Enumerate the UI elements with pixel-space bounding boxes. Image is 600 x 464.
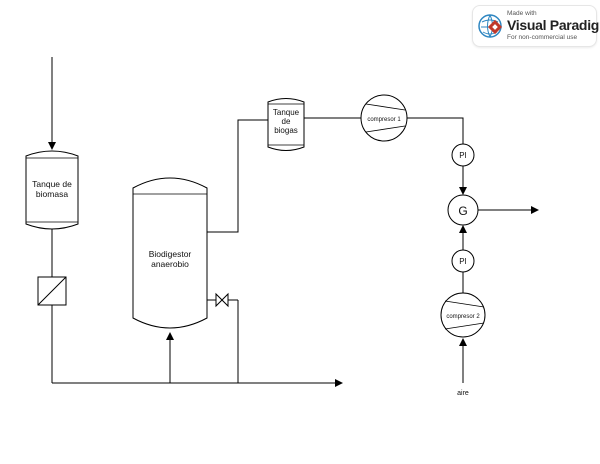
biogas-tank[interactable]: Tanque de biogas	[267, 98, 305, 151]
biomass-tank-label-1: Tanque de	[32, 179, 72, 189]
biodigester-label-1: Biodigestor	[149, 249, 192, 259]
pi-bottom-indicator[interactable]: PI	[451, 249, 475, 273]
pi-top-indicator[interactable]: PI	[451, 143, 475, 167]
pi-top-label: PI	[459, 151, 467, 160]
generator[interactable]: G	[447, 194, 479, 226]
compressor-2-label: compresor 2	[446, 314, 480, 320]
visual-paradigm-logo-icon	[478, 14, 503, 38]
biomass-tank[interactable]: Tanque de biomasa	[25, 150, 79, 230]
drain-valve[interactable]	[215, 292, 229, 308]
compressor-2[interactable]: compresor 2	[440, 292, 486, 338]
biogas-tank-label-3: biogas	[274, 126, 298, 135]
pi-bottom-label: PI	[459, 257, 467, 266]
compressor1-to-pi-line	[407, 117, 464, 144]
watermark-brand: Visual Paradigm	[507, 17, 600, 33]
biogas-tank-label-2: de	[282, 117, 291, 126]
air-label: aire	[457, 390, 469, 397]
generator-label: G	[458, 204, 467, 218]
biomass-tank-label-2: biomasa	[36, 189, 68, 199]
biogas-tank-label-1: Tanque	[273, 108, 300, 117]
biodigester-label-2: anaerobio	[151, 259, 189, 269]
visual-paradigm-watermark: Made with Visual Paradigm For non-commer…	[472, 5, 600, 47]
watermark-note: For non-commercial use	[507, 34, 578, 41]
compressor-1[interactable]: compresor 1	[360, 94, 408, 142]
feeder-box[interactable]	[37, 276, 67, 306]
compressor-1-label: compresor 1	[367, 117, 401, 123]
biogas-line	[207, 119, 268, 233]
watermark-made-with: Made with	[507, 10, 537, 17]
biodigester[interactable]: Biodigestor anaerobio	[132, 177, 208, 329]
